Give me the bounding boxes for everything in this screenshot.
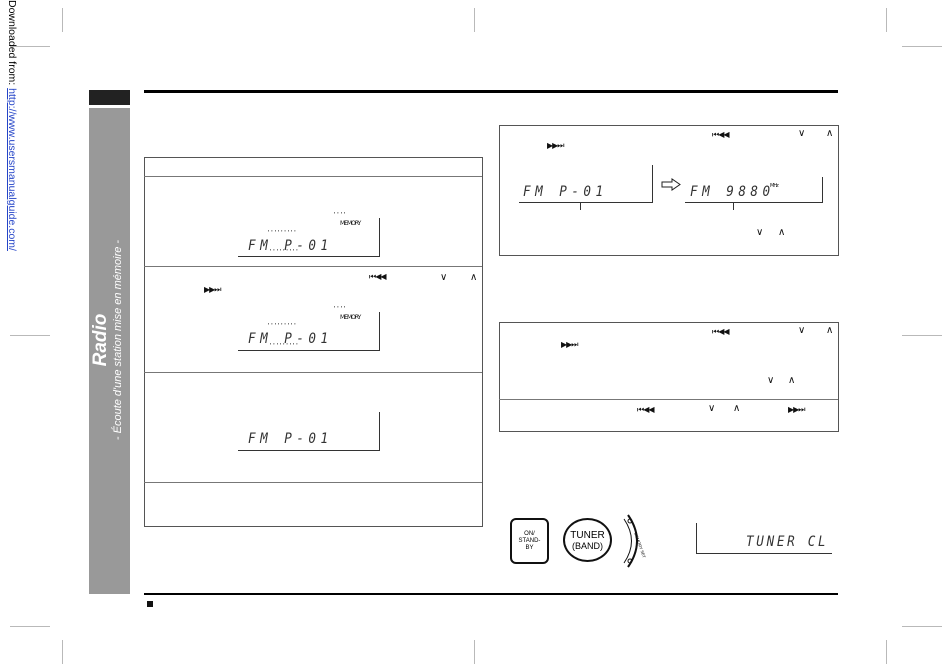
lcd-baseline bbox=[696, 553, 831, 554]
down-icon: ∨ bbox=[708, 403, 715, 414]
crop-mark bbox=[474, 640, 475, 664]
crop-mark bbox=[886, 640, 887, 664]
memory-dial-icon[interactable]: MEMORY SET bbox=[622, 513, 648, 569]
blink-icon: ' ' ' ' bbox=[334, 212, 346, 219]
on-standby-label: ON/ STAND-BY bbox=[518, 530, 541, 551]
prev-icon: ⏮◀◀ bbox=[712, 327, 729, 336]
lcd-text: FM P-01 bbox=[523, 184, 608, 200]
band-label: (BAND) bbox=[572, 540, 603, 551]
on-standby-button[interactable]: ON/ STAND-BY bbox=[510, 518, 549, 564]
down-icon: ∨ bbox=[756, 227, 763, 238]
downloaded-link[interactable]: http://www.usersmanualguide.com/ bbox=[6, 88, 18, 251]
crop-mark bbox=[886, 8, 887, 32]
table-divider bbox=[144, 176, 482, 177]
memory-indicator: MEMORY bbox=[340, 314, 361, 321]
sidebar-subtitle: - Écoute d'une station mise en mémoire - bbox=[112, 239, 124, 441]
tuner-label: TUNER bbox=[570, 529, 605, 541]
up-icon: ∧ bbox=[826, 325, 833, 336]
bottom-rule bbox=[144, 593, 838, 595]
blink-icon: ' ' ' ' ' ' ' ' ' bbox=[268, 230, 296, 237]
crop-mark bbox=[474, 8, 475, 32]
blink-icon: ' ' ' ' ' ' ' ' ' bbox=[268, 323, 296, 330]
arrow-right-icon bbox=[661, 178, 681, 191]
downloaded-prefix: Downloaded from: bbox=[6, 0, 18, 89]
lcd-text: FM 9880 bbox=[690, 184, 775, 200]
down-icon: ∨ bbox=[798, 325, 805, 336]
sidebar-title: Radio bbox=[90, 313, 111, 367]
sidebar-tab bbox=[89, 90, 130, 105]
next-icon: ▶▶⏭ bbox=[788, 405, 805, 414]
crop-mark bbox=[902, 46, 942, 47]
crop-mark bbox=[10, 46, 50, 47]
down-icon: ∨ bbox=[440, 272, 447, 283]
lcd-display bbox=[238, 312, 380, 351]
table-divider bbox=[144, 482, 482, 483]
info-box bbox=[499, 322, 839, 432]
crop-mark bbox=[10, 626, 50, 627]
memory-indicator: MEMORY bbox=[340, 220, 361, 227]
info-box bbox=[499, 125, 839, 256]
top-rule bbox=[144, 90, 838, 93]
footer-bullet bbox=[147, 601, 153, 607]
crop-mark bbox=[10, 335, 50, 336]
pointer-line bbox=[580, 202, 581, 210]
blink-icon: ' ' ' ' bbox=[334, 306, 346, 313]
lcd-text: FM P-01 bbox=[248, 238, 333, 254]
crop-mark bbox=[902, 626, 942, 627]
tuner-band-button[interactable]: TUNER (BAND) bbox=[563, 518, 612, 562]
table-divider bbox=[144, 372, 482, 373]
up-icon: ∧ bbox=[778, 227, 785, 238]
crop-mark bbox=[902, 335, 942, 336]
table-divider bbox=[144, 266, 482, 267]
sidebar bbox=[89, 108, 130, 594]
prev-icon: ⏮◀◀ bbox=[369, 272, 386, 281]
crop-mark bbox=[62, 640, 63, 664]
procedure-table bbox=[144, 157, 483, 527]
lcd-text: FM P-01 bbox=[248, 331, 333, 347]
crop-mark bbox=[62, 8, 63, 32]
up-icon: ∧ bbox=[788, 375, 795, 386]
prev-icon: ⏮◀◀ bbox=[637, 405, 654, 414]
lcd-display bbox=[238, 218, 380, 257]
prev-icon: ⏮◀◀ bbox=[712, 130, 729, 139]
down-icon: ∨ bbox=[767, 375, 774, 386]
up-icon: ∧ bbox=[470, 272, 477, 283]
next-icon: ▶▶⏭ bbox=[561, 340, 578, 349]
lcd-display bbox=[519, 165, 653, 203]
up-icon: ∧ bbox=[733, 403, 740, 414]
next-icon: ▶▶⏭ bbox=[547, 141, 564, 150]
lcd-display bbox=[238, 412, 380, 451]
down-icon: ∨ bbox=[798, 128, 805, 139]
up-icon: ∧ bbox=[826, 128, 833, 139]
lcd-text: FM P-01 bbox=[248, 431, 333, 447]
blink-icon: ' ' ' ' ' ' ' ' ' bbox=[270, 343, 298, 350]
blink-icon: ' ' ' ' ' ' ' ' ' bbox=[270, 249, 298, 256]
mhz-indicator: MHz bbox=[770, 183, 779, 189]
next-icon: ▶▶⏭ bbox=[204, 285, 221, 294]
lcd-text: TUNER CL bbox=[746, 534, 829, 550]
pointer-line bbox=[733, 202, 734, 210]
box-divider bbox=[499, 399, 838, 400]
lcd-display bbox=[685, 177, 823, 203]
